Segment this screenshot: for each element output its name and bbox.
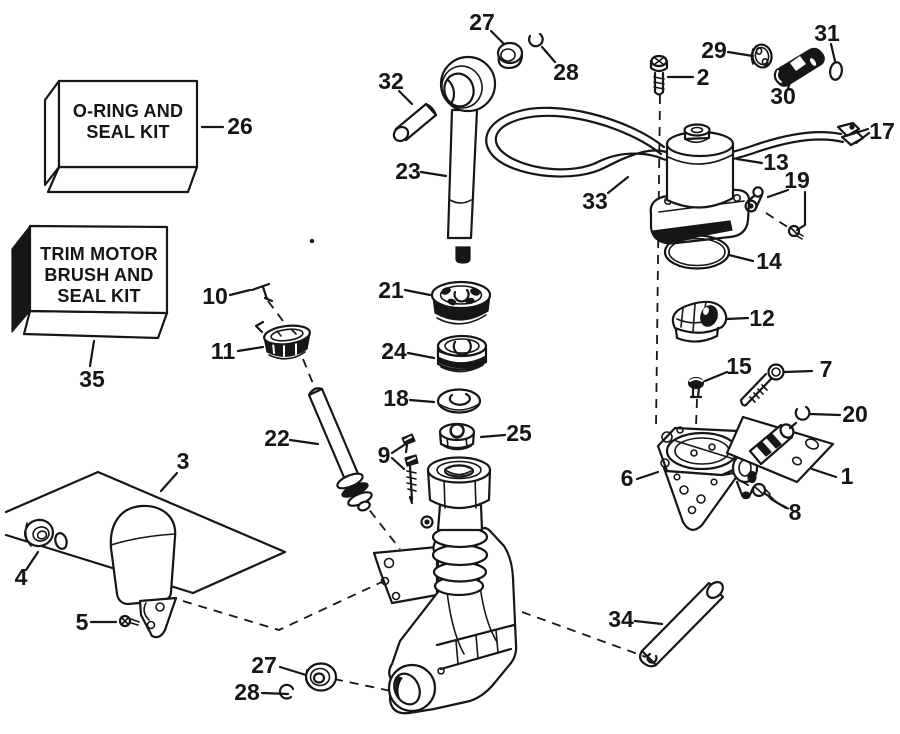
- part-19-clips: [744, 186, 804, 240]
- callout-13: 13: [763, 149, 789, 175]
- part-12-bracket: [671, 300, 728, 343]
- part-27-upper-bushing: [496, 41, 524, 70]
- part-23-tilt-rod: [439, 55, 497, 240]
- callout-23: 23: [395, 158, 421, 184]
- part-1-gasket: [725, 415, 835, 484]
- kit-box-oring-seal: O-RING AND SEAL KIT: [43, 79, 199, 194]
- callout-28-lower: 28: [234, 679, 260, 705]
- callout-17: 17: [869, 118, 895, 144]
- callout-24: 24: [381, 338, 407, 364]
- part-5-screw: [118, 614, 140, 628]
- callout-26: 26: [227, 113, 253, 139]
- callout-27-lower: 27: [251, 652, 277, 678]
- callout-14: 14: [756, 248, 782, 274]
- callout-22: 22: [264, 425, 290, 451]
- callout-30: 30: [770, 83, 796, 109]
- leader-lines: [24, 29, 871, 696]
- callout-28-upper: 28: [553, 59, 579, 85]
- part-30-connector: [773, 47, 825, 87]
- oring-kit-label-line1: O-RING AND: [73, 101, 183, 121]
- callout-labels: 26 35 27 28 32 23 2 29 30 31 17 13 33 19…: [15, 9, 895, 705]
- stray-dot: [309, 238, 315, 244]
- part-10-valve-pin: [250, 282, 274, 303]
- part-23-rod-tip: [455, 246, 471, 264]
- callout-25: 25: [506, 420, 532, 446]
- kit-box-trim-motor: TRIM MOTOR BRUSH AND SEAL KIT: [11, 224, 169, 340]
- trim-kit-label-line2: BRUSH AND: [44, 265, 153, 285]
- callout-1: 1: [841, 463, 854, 489]
- part-5-reservoir: [109, 504, 178, 639]
- callout-27-upper: 27: [469, 9, 495, 35]
- callout-34: 34: [608, 606, 634, 632]
- part-7-bolt: [739, 363, 785, 407]
- part-11-cap: [254, 320, 311, 360]
- trim-kit-label-line1: TRIM MOTOR: [40, 244, 158, 264]
- part-4-bushing-oring: [23, 518, 68, 550]
- part-24-spool: [436, 334, 488, 373]
- part-14-oring: [663, 234, 731, 270]
- callout-5: 5: [76, 609, 89, 635]
- callout-20: 20: [842, 401, 868, 427]
- callout-3: 3: [177, 448, 190, 474]
- part-29-bushing: [750, 43, 773, 69]
- part-22-tube: [307, 387, 373, 512]
- callout-12: 12: [749, 305, 775, 331]
- callout-15: 15: [726, 353, 752, 379]
- callout-11: 11: [211, 338, 236, 364]
- callout-19: 19: [784, 167, 810, 193]
- alignment-dashes: [182, 94, 790, 693]
- part-18-washer: [436, 388, 482, 414]
- part-8-screw: [751, 482, 775, 501]
- part-25-nut: [438, 422, 476, 451]
- callout-9: 9: [378, 442, 391, 468]
- part-33-wiring: [485, 106, 865, 178]
- part-28-upper-oring: [528, 32, 544, 48]
- part-13-motor: [665, 123, 735, 209]
- part-15-valve: [687, 376, 705, 399]
- callout-7: 7: [820, 356, 833, 382]
- callout-29: 29: [701, 37, 727, 63]
- callout-33: 33: [582, 188, 608, 214]
- part-2-screw: [649, 54, 669, 96]
- callout-18: 18: [383, 385, 409, 411]
- callout-4: 4: [15, 564, 28, 590]
- callout-10: 10: [202, 283, 228, 309]
- callout-35: 35: [79, 366, 105, 392]
- part-28-lower-oring: [278, 683, 295, 700]
- callout-21: 21: [378, 277, 404, 303]
- part-34-pin: [638, 581, 725, 668]
- part-9-screws: [401, 433, 419, 505]
- trim-kit-label-line3: SEAL KIT: [57, 286, 140, 306]
- callout-8: 8: [789, 499, 802, 525]
- callout-31: 31: [814, 20, 840, 46]
- part-27-lower-bushing: [304, 662, 338, 692]
- part-32-pin: [392, 102, 438, 143]
- part-21-cap: [430, 280, 492, 325]
- part-6-manifold: [656, 426, 759, 531]
- callout-32: 32: [378, 68, 404, 94]
- oring-kit-label-line2: SEAL KIT: [86, 122, 169, 142]
- callout-2: 2: [697, 64, 710, 90]
- callout-6: 6: [621, 465, 634, 491]
- part-31-oring: [829, 61, 843, 81]
- housing-hex-nut: [426, 456, 492, 510]
- part-20-clip: [794, 405, 811, 421]
- main-housing: [372, 456, 518, 715]
